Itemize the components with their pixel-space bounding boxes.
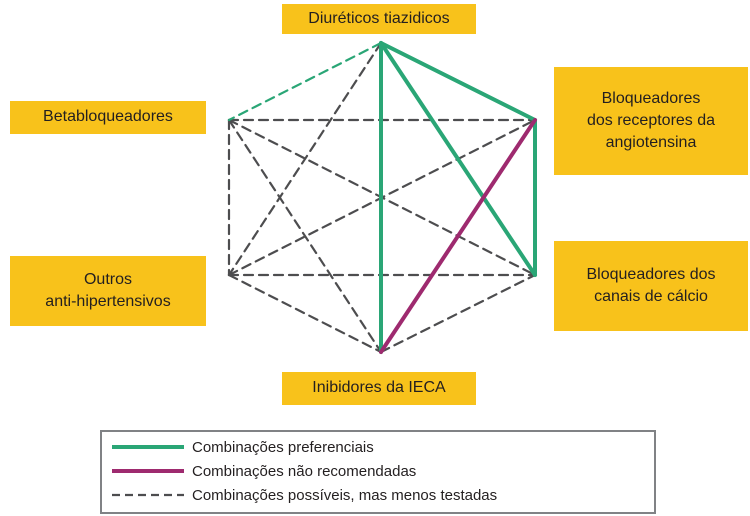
node-other-antihypertensives: Outros anti-hipertensivos — [10, 256, 206, 326]
edge-thiazide-beta — [227, 41, 383, 122]
legend-label-not-recommended: Combinações não recomendadas — [192, 462, 417, 480]
node-label: Bloqueadores dos receptores da angiotens… — [586, 89, 716, 152]
node-ace-inhibitors: Inibidores da IECA — [282, 372, 476, 405]
legend-item-not-recommended: Combinações não recomendadas — [110, 461, 416, 481]
node-beta-blockers: Betabloqueadores — [10, 101, 206, 134]
edge-thiazide-arb — [379, 41, 537, 122]
edge-thiazide-ccb — [379, 41, 537, 277]
combination-network — [227, 41, 537, 354]
legend-swatch-preferred — [112, 445, 184, 449]
edge-acei-ccb — [379, 273, 537, 354]
node-angiotensin-receptor-blockers: Bloqueadores dos receptores da angiotens… — [554, 67, 748, 175]
legend-swatch-not-recommended — [112, 469, 184, 473]
node-label: Diuréticos tiazidicos — [308, 9, 450, 27]
edge-beta-acei — [227, 118, 383, 354]
edge-acei-arb — [379, 118, 537, 354]
node-thiazide-diuretics: Diuréticos tiazidicos — [282, 4, 476, 34]
legend-item-preferred: Combinações preferenciais — [110, 437, 374, 457]
node-label: Inibidores da IECA — [312, 379, 446, 397]
edge-others-acei — [227, 273, 383, 354]
edge-thiazide-others — [227, 41, 383, 277]
legend-swatch-possible — [112, 493, 184, 497]
legend-label-possible: Combinações possíveis, mas menos testada… — [192, 486, 498, 504]
node-label: Betabloqueadores — [43, 108, 173, 126]
node-label: Outros anti-hipertensivos — [45, 270, 171, 310]
legend: Combinações preferenciais Combinações nã… — [100, 430, 656, 514]
legend-label-preferred: Combinações preferenciais — [192, 438, 374, 456]
legend-item-possible: Combinações possíveis, mas menos testada… — [110, 485, 497, 505]
node-label: Bloqueadores dos canais de cálcio — [586, 265, 716, 305]
node-calcium-channel-blockers: Bloqueadores dos canais de cálcio — [554, 241, 748, 331]
